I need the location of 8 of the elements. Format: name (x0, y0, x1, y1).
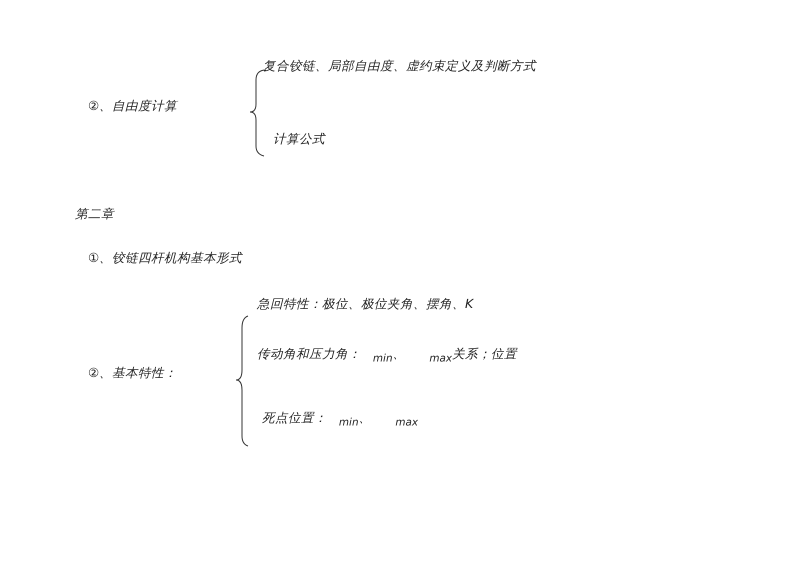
outline-text: 复合铰链、局部自由度、虚约束定义及判断方式 (263, 58, 536, 74)
outline-text: 传动角和压力角： $_{min}$、 $_{max}$关系；位置 (257, 346, 518, 366)
section-heading: ②、自由度计算 (88, 98, 178, 114)
section-heading: ②、基本特性： (88, 365, 178, 381)
section-heading: ①、铰链四杆机构基本形式 (88, 250, 242, 266)
outline-text: 急回特性：极位、极位夹角、摆角、K (257, 296, 474, 312)
outline-text: 计算公式 (273, 131, 325, 147)
chapter-heading: 第二章 (75, 206, 114, 222)
